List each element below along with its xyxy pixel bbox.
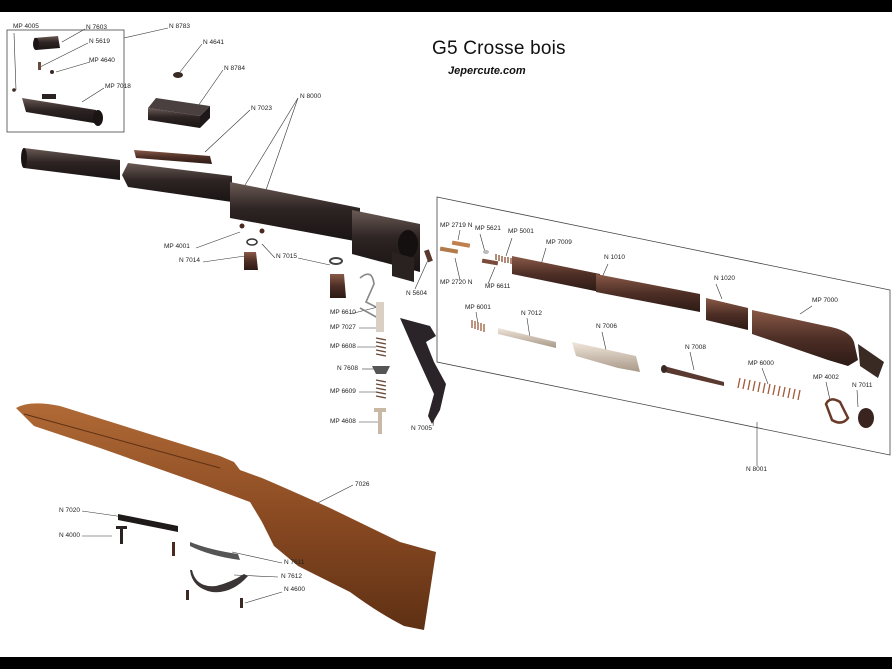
diagram-title: G5 Crosse bois: [432, 38, 566, 59]
mid-small-parts: [239, 223, 433, 434]
front-sight-inset-box: [6, 29, 125, 133]
label-mp4002: MP 4002: [813, 374, 839, 381]
exploded-view-art: [6, 27, 891, 630]
barrel-assembly: [21, 148, 420, 282]
label-n1020: N 1020: [714, 275, 735, 282]
trigger-guard-parts: [116, 514, 248, 608]
label-n7603: N 7603: [86, 24, 107, 31]
label-n8784: N 8784: [224, 65, 245, 72]
label-mp6000: MP 6000: [748, 360, 774, 367]
label-n7611: N 7611: [284, 559, 305, 566]
label-n1010: N 1010: [604, 254, 625, 261]
label-n7020: N 7020: [59, 507, 80, 514]
label-mp2720: MP 2720 N: [440, 279, 473, 286]
label-n7612: N 7612: [281, 573, 302, 580]
label-n8783: N 8783: [169, 23, 190, 30]
diagram-sheet: G5 Crosse bois Jepercute.com MP 4005 N 7…: [0, 12, 892, 657]
label-n7012: N 7012: [521, 310, 542, 317]
label-n7008: N 7008: [685, 344, 706, 351]
wood-stock-art: [16, 403, 436, 630]
rear-sight-parts: [134, 72, 212, 164]
label-mp4640: MP 4640: [89, 57, 115, 64]
action-parts: [439, 240, 884, 428]
label-7026: 7026: [355, 481, 370, 488]
label-n7011: N 7011: [852, 382, 873, 389]
label-mp6608: MP 6608: [330, 343, 356, 350]
label-mp7000: MP 7000: [812, 297, 838, 304]
label-n5604: N 5604: [406, 290, 427, 297]
label-n8001: N 8001: [746, 466, 767, 473]
label-mp4005: MP 4005: [13, 23, 39, 30]
label-mp4608: MP 4608: [330, 418, 356, 425]
label-n7608: N 7608: [337, 365, 358, 372]
label-mp7018: MP 7018: [105, 83, 131, 90]
label-mp6610: MP 6610: [330, 309, 356, 316]
label-mp7027: MP 7027: [330, 324, 356, 331]
label-mp5621: MP 5621: [475, 225, 501, 232]
label-n4600: N 4600: [284, 586, 305, 593]
label-n7006: N 7006: [596, 323, 617, 330]
label-mp6609: MP 6609: [330, 388, 356, 395]
label-n7005: N 7005: [411, 425, 432, 432]
label-n4000: N 4000: [59, 532, 80, 539]
label-mp7009: MP 7009: [546, 239, 572, 246]
front-sight-parts: [12, 36, 103, 126]
diagram-subtitle: Jepercute.com: [448, 65, 526, 77]
label-mp6611: MP 6611: [485, 283, 511, 290]
label-n7015: N 7015: [276, 253, 297, 260]
label-mp2719: MP 2719 N: [440, 222, 473, 229]
label-mp5001: MP 5001: [508, 228, 534, 235]
label-mp4001: MP 4001: [164, 243, 190, 250]
action-inset-box: [436, 196, 891, 456]
label-n8000: N 8000: [300, 93, 321, 100]
label-n7023: N 7023: [251, 105, 272, 112]
trigger-art: [400, 318, 446, 424]
label-mp6001: MP 6001: [465, 304, 491, 311]
label-n5619: N 5619: [89, 38, 110, 45]
label-n7014: N 7014: [179, 257, 200, 264]
label-n4641: N 4641: [203, 39, 224, 46]
